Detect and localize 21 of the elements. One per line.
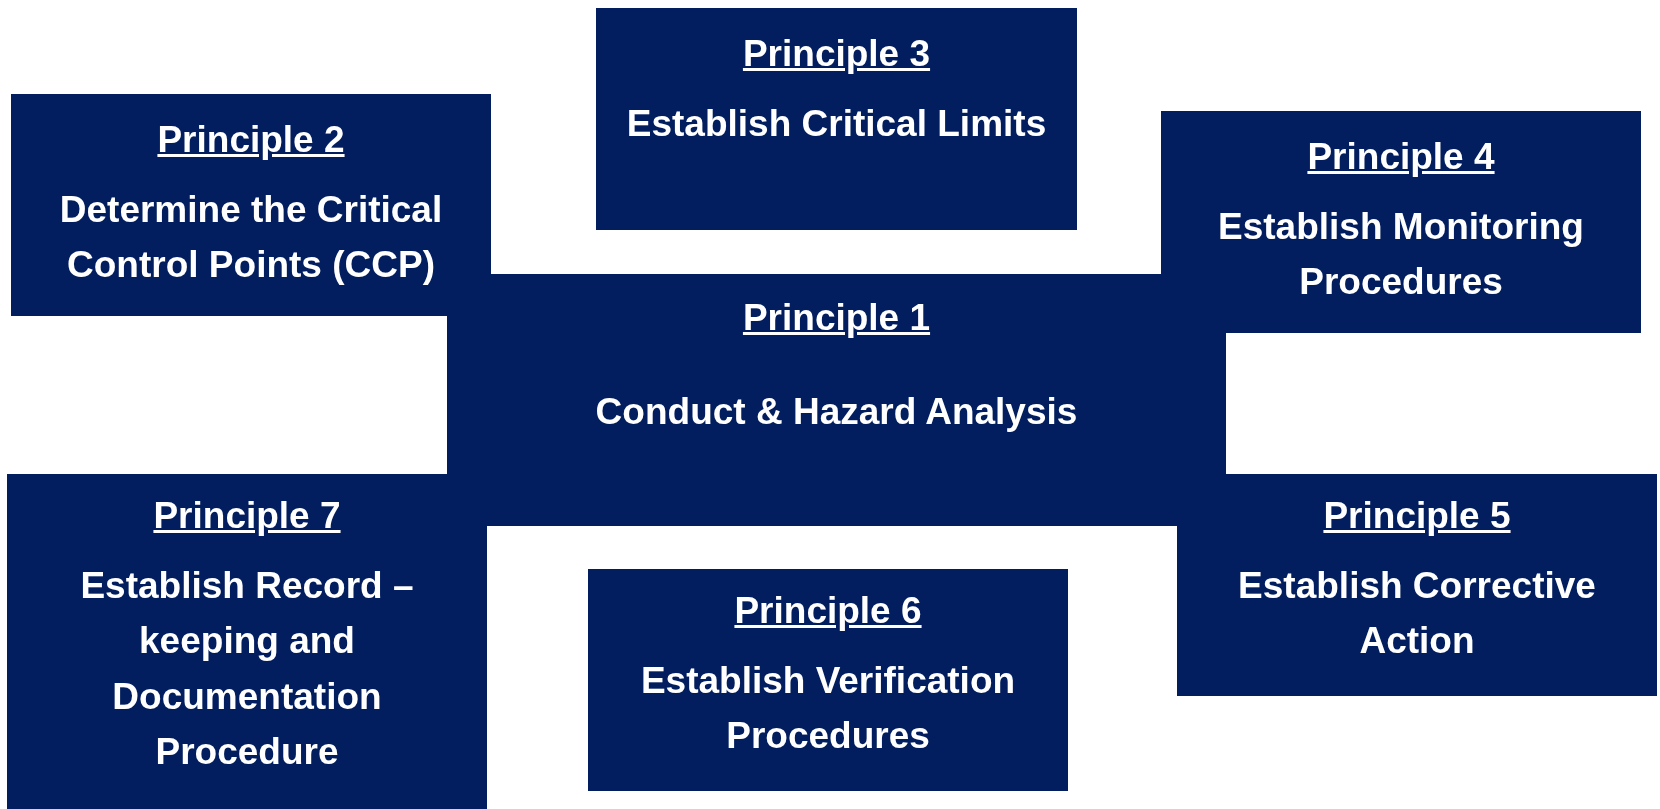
principle-box: [7, 474, 487, 809]
principle-text: Establish Record – keeping and Documentation Procedure: [79, 563, 415, 774]
principle-text: Determine the Critical Control Points (CCP): [58, 187, 444, 287]
principle-box: [588, 569, 1068, 791]
principle-text: Establish Monitoring Procedures: [1217, 204, 1585, 304]
principle-heading: Principle 3: [742, 32, 931, 76]
principle-heading: Principle 7: [153, 494, 341, 538]
principle-text: Establish Corrective Action: [1237, 563, 1597, 663]
principle-heading: Principle 1: [742, 296, 931, 340]
principle-box: [596, 8, 1077, 230]
principle-text: Establish Critical Limits: [625, 101, 1048, 146]
principle-text: Establish Verification Procedures: [639, 658, 1017, 758]
principle-box: [1177, 474, 1657, 696]
principle-text: Conduct & Hazard Analysis: [594, 389, 1079, 434]
principle-heading: Principle 2: [157, 118, 345, 162]
principle-heading: Principle 4: [1307, 135, 1495, 179]
principle-heading: Principle 6: [734, 589, 922, 633]
principle-box: [447, 274, 1226, 526]
principle-box: [1161, 111, 1641, 333]
principle-heading: Principle 5: [1323, 494, 1511, 538]
principle-box: [11, 94, 491, 316]
